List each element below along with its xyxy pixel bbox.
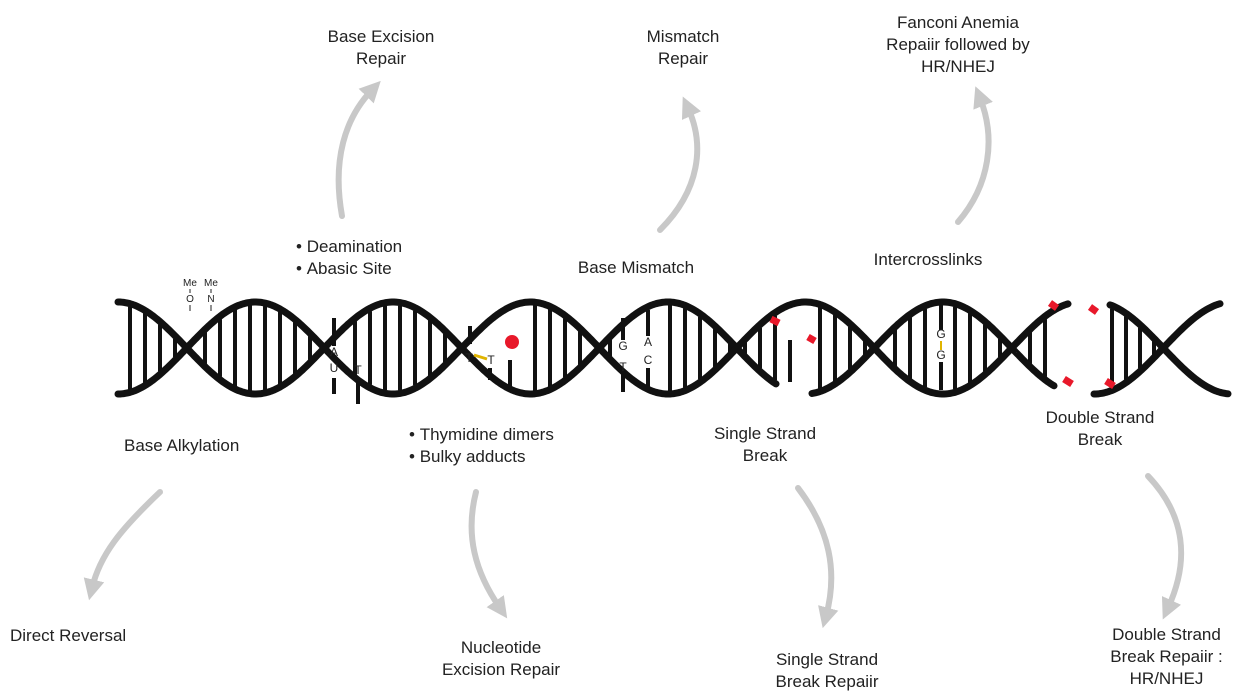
abasic-site-item: Abasic Site: [296, 258, 402, 280]
methyl-label-1: Me: [183, 278, 197, 289]
base-t-abasic: T: [354, 363, 362, 377]
nucleotide-excision-repair-label: Nucleotide Excision Repair: [441, 638, 561, 679]
repair-arrows: [83, 80, 1185, 629]
base-a-mismatch: A: [644, 335, 652, 349]
base-t-dimer-2: T: [487, 353, 495, 367]
strand-a-left: [114, 298, 780, 398]
thymidine-dimer-bond: [473, 353, 488, 361]
dna-strands: [114, 298, 1232, 398]
nucleotide-damage-list: Thymidine dimers Bulky adducts: [409, 424, 554, 468]
ssb-end-left: [769, 315, 781, 327]
thymidine-dimers-item: Thymidine dimers: [409, 424, 554, 446]
strand-b-left: [114, 298, 1072, 398]
base-g-mismatch: G: [618, 339, 627, 353]
methyl-label-2: Me: [204, 278, 218, 289]
base-alkylation-label: Base Alkylation: [124, 436, 240, 455]
base-t-mismatch: T: [619, 360, 627, 374]
double-strand-break-repair-label: Double Strand Break Repaiir : HR/NHEJ: [1110, 625, 1223, 688]
deamination-list: Deamination Abasic Site: [296, 236, 402, 280]
bulky-adducts-item: Bulky adducts: [409, 446, 554, 468]
bulky-adduct-dot: [505, 335, 519, 349]
fanconi-anemia-repair-label: Fanconi Anemia Repaiir followed by HR/NH…: [886, 13, 1030, 76]
arrow-to-single-strand-break-repair: [795, 485, 839, 629]
oxygen-label: O: [186, 294, 194, 305]
fragment-strand-a: [1090, 300, 1224, 398]
base-letters: A U T T T G T A C G G: [330, 327, 946, 377]
intercrosslinks-label: Intercrosslinks: [873, 250, 983, 269]
double-strand-break-label: Double Strand Break: [1045, 408, 1155, 449]
arrow-to-nucleotide-excision-repair: [468, 489, 508, 619]
base-pair-rungs: [128, 305, 1156, 404]
fragment-strand-b: [1106, 301, 1232, 398]
base-c-mismatch: C: [644, 353, 653, 367]
dsb-end-top-right: [1087, 304, 1100, 315]
single-strand-break-repair-label: Single Strand Break Repaiir: [775, 650, 879, 691]
deamination-item: Deamination: [296, 236, 402, 258]
dsb-end-top-left: [1047, 300, 1060, 311]
base-t-dimer-1: T: [465, 351, 473, 365]
nitrogen-label: N: [207, 294, 214, 305]
base-a-abasic: A: [330, 345, 338, 359]
strand-break-ends: [769, 300, 1116, 389]
base-g-crosslink-1: G: [936, 327, 945, 341]
base-excision-repair-label: Base Excision Repair: [327, 27, 435, 68]
arrow-to-double-strand-break-repair: [1145, 473, 1185, 620]
base-g-crosslink-2: G: [936, 348, 945, 362]
arrow-to-base-excision-repair: [335, 80, 381, 219]
direct-reversal-label: Direct Reversal: [10, 626, 127, 645]
base-mismatch-label: Base Mismatch: [577, 258, 695, 277]
ssb-end-right: [806, 333, 817, 345]
base-u-abasic: U: [330, 361, 339, 375]
mismatch-repair-label: Mismatch Repair: [646, 27, 720, 68]
arrow-to-direct-reversal: [83, 489, 163, 601]
arrow-to-fanconi-repair: [955, 86, 993, 225]
single-strand-break-label: Single Strand Break: [713, 424, 817, 465]
methyl-groups: Me Me O N: [183, 278, 218, 311]
dsb-end-bottom-left: [1062, 376, 1074, 387]
arrow-to-mismatch-repair: [657, 96, 702, 233]
dsb-end-bottom-right: [1104, 378, 1116, 389]
